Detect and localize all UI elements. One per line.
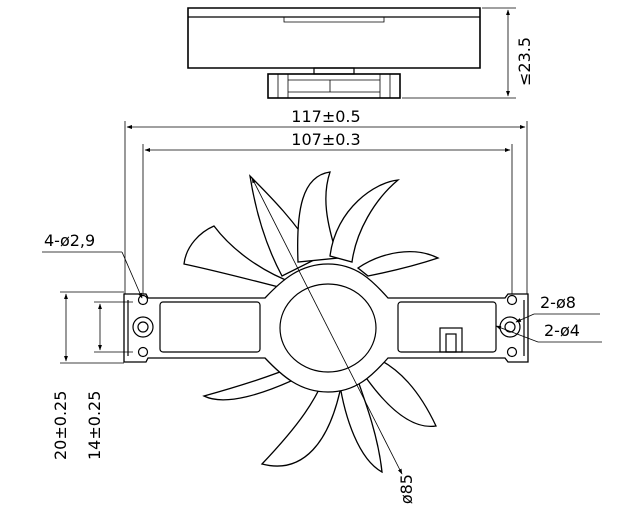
small-holes-callout: 4-ø2,9 <box>42 231 143 299</box>
large-holes-callout: 2-ø8 <box>515 293 600 323</box>
side-view <box>187 7 481 99</box>
small-holes-label: 4-ø2,9 <box>44 231 95 250</box>
small-hole <box>506 346 518 358</box>
bracket-front-view <box>123 263 529 393</box>
small-hole <box>137 294 149 306</box>
overall-length-label: 117±0.5 <box>291 107 360 126</box>
height-dimension: ≤23.5 <box>402 7 534 99</box>
fan-diameter-label: ø85 <box>397 474 416 504</box>
mount-hole-small <box>137 321 149 333</box>
bracket-height-label: 20±0.25 <box>51 391 70 460</box>
hole-spacing-label: 107±0.3 <box>291 130 360 149</box>
overall-length-dimension: 117±0.5 <box>124 107 528 300</box>
mount-hole-large <box>132 316 154 338</box>
diameter-dimension: ø85 <box>251 177 416 504</box>
center-holes-callout: 2-ø4 <box>495 321 602 343</box>
fan-blade <box>329 179 401 263</box>
small-hole <box>506 294 518 306</box>
connector-clip <box>439 327 463 353</box>
small-hole <box>137 346 149 358</box>
hole-spacing-dimension: 107±0.3 <box>142 130 513 298</box>
center-holes-label: 2-ø4 <box>544 321 580 340</box>
mount-hole-small <box>504 321 516 333</box>
fan-blade <box>356 251 440 277</box>
inner-height-label: 14±0.25 <box>85 391 104 460</box>
inner-height-dimension: 14±0.25 <box>85 301 133 460</box>
large-holes-label: 2-ø8 <box>540 293 576 312</box>
height-label: ≤23.5 <box>515 37 534 86</box>
bracket-height-dimension: 20±0.25 <box>51 291 124 460</box>
